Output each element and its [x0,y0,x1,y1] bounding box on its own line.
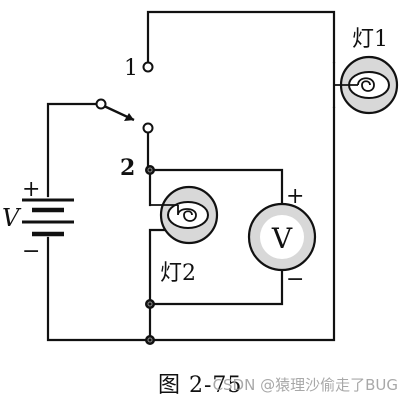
watermark: CSDN @猿理沙偷走了BUG [213,376,398,394]
wire-node2-voltmeter [148,168,284,207]
terminal-1-label: 1 [124,56,138,81]
battery-plus-label: + [22,177,40,202]
voltmeter-label: V [271,222,293,255]
wire-lamp1-down [148,106,336,342]
lamp-2-filament [150,204,197,222]
figure-caption: 图 2-75 [158,373,242,398]
wire-terminal1-up [146,10,336,64]
switch[interactable] [95,61,154,134]
voltmeter-minus-label: − [286,267,304,292]
switch-arrow-icon [124,113,134,121]
node-lamp2-return [145,299,155,309]
voltmeter: V [247,202,317,272]
lamp-2-label: 灯2 [160,261,196,286]
lamp-2 [150,185,219,245]
wires [46,10,336,342]
node-bottom [145,335,155,345]
switch-pivot [95,98,107,110]
battery-label: V [2,204,22,232]
wire-battery-top [46,102,100,198]
lamp-1-label: 灯1 [352,27,388,52]
node-rings [147,167,153,343]
voltmeter-plus-label: + [286,184,304,209]
terminal-2-label: 2 [120,155,135,181]
switch-contact-1 [142,61,154,73]
node-2 [145,165,155,175]
switch-contact-2 [142,122,154,134]
voltmeter-face [260,215,304,259]
wire-voltmeter-down [148,266,284,306]
battery [22,198,74,237]
battery-minus-label: − [22,239,40,264]
lamp-1 [332,55,399,115]
wire-battery-bottom [46,236,152,342]
lamp-1-filament [334,77,375,92]
junctions [145,165,155,345]
